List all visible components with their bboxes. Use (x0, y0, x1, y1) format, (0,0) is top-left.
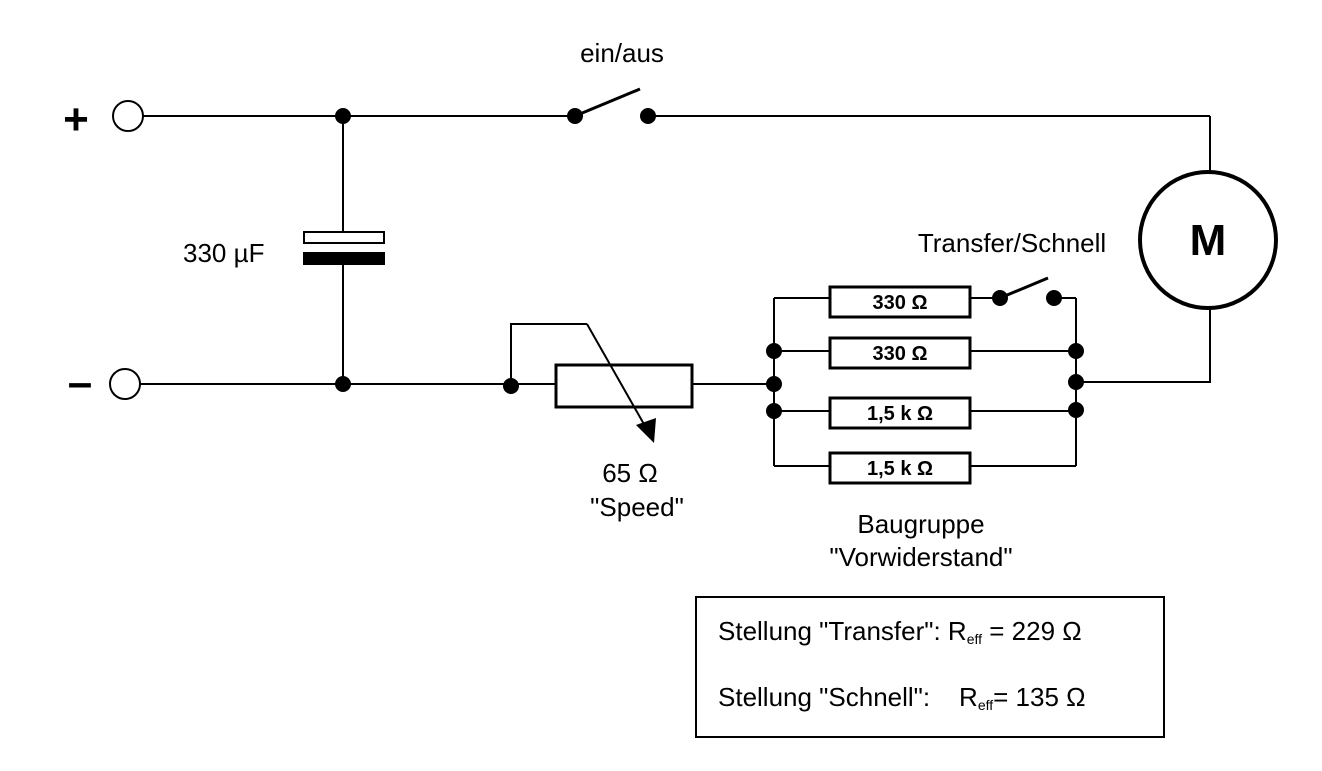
rheostat-wiper-arrow (636, 418, 656, 443)
motor-return-wire (1076, 308, 1211, 383)
transfer-switch-label: Transfer/Schnell (918, 228, 1106, 258)
capacitor-plate-negative (303, 252, 385, 265)
resistor-label: 330 Ω (873, 343, 928, 365)
resistor-label: 1,5 k Ω (867, 458, 933, 480)
rheostat-body (554, 363, 694, 409)
rheostat-wiper (586, 323, 646, 427)
plus-terminal-sign: + (63, 95, 89, 144)
rheostat-name-label: "Speed" (590, 492, 684, 522)
junction-dot (335, 376, 351, 392)
resistor-label: 330 Ω (873, 292, 928, 314)
motor-label: M (1190, 216, 1227, 265)
junction-dot (766, 376, 782, 392)
resistor-label: 1,5 k Ω (867, 403, 933, 425)
info-line-transfer: Stellung "Transfer": Reff = 229 Ω (718, 616, 1082, 647)
main-switch-label: ein/aus (580, 38, 664, 68)
capacitor-label: 330 µF (183, 238, 264, 268)
minus-terminal (109, 368, 141, 400)
info-line-schnell: Stellung "Schnell": Reff= 135 Ω (718, 682, 1086, 713)
resistor-330-b (828, 336, 972, 370)
capacitor-plate-positive (303, 231, 385, 244)
plus-terminal (112, 100, 144, 132)
resistor-1k5-a (828, 396, 972, 430)
rheostat-value-label: 65 Ω (602, 458, 658, 488)
motor-symbol (1138, 170, 1278, 310)
main-switch-blade (574, 87, 641, 118)
resistor-1k5-b (828, 451, 972, 485)
info-box (695, 596, 1165, 738)
minus-terminal-sign: – (68, 358, 92, 407)
group-label-line2: "Vorwiderstand" (829, 542, 1012, 572)
resistor-330-a (828, 285, 972, 319)
group-label-line1: Baugruppe (857, 509, 984, 539)
transfer-switch-blade (999, 276, 1049, 300)
rheostat-bypass-wire (510, 323, 587, 386)
